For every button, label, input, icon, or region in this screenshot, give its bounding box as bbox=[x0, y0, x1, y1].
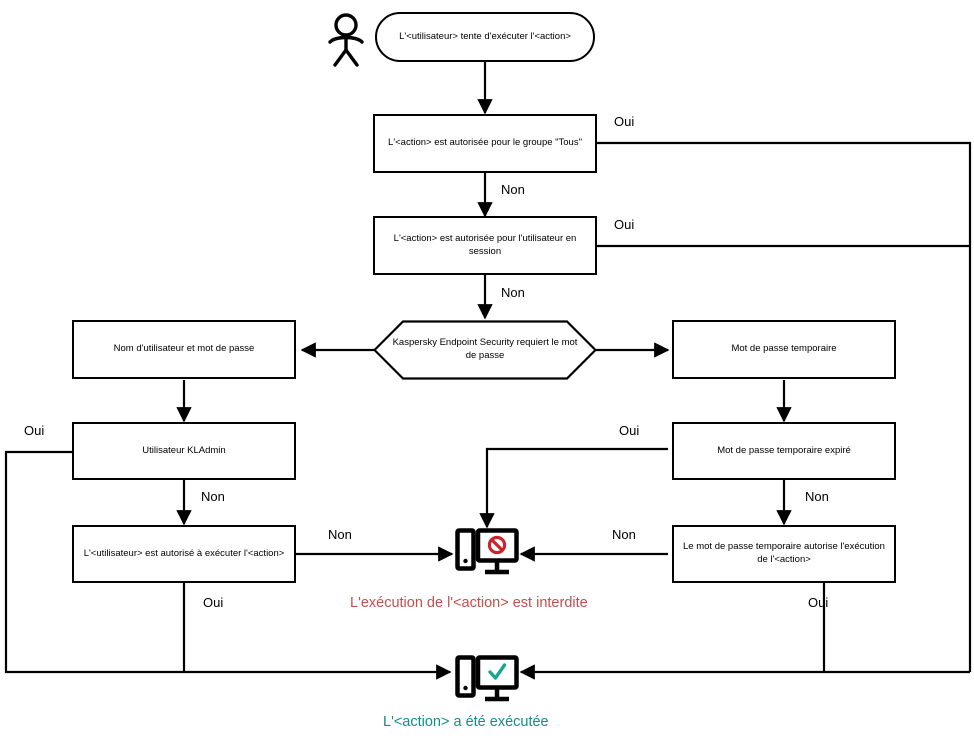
node-username-password-label: Nom d'utilisateur et mot de passe bbox=[113, 343, 255, 355]
node-user-authorized: L'<utilisateur> est autorisé à exécuter … bbox=[72, 525, 296, 583]
edge-label-user-authorized-no: Non bbox=[328, 527, 352, 542]
edge-kladmin-yes bbox=[4, 450, 452, 680]
node-check-group-all-label: L'<action> est autorisée pour le groupe … bbox=[388, 137, 582, 149]
node-temp-password-authorizes-label: Le mot de passe temporaire autorise l'ex… bbox=[683, 541, 885, 565]
edge-label-user-authorized-yes: Oui bbox=[203, 595, 224, 610]
monitor-check-icon bbox=[455, 655, 519, 707]
edge-label-group-all-no: Non bbox=[501, 182, 525, 197]
node-temp-password-expired: Mot de passe temporaire expiré bbox=[672, 422, 896, 480]
edge-label-kladmin-yes: Oui bbox=[24, 423, 45, 438]
node-user-authorized-label: L'<utilisateur> est autorisé à exécuter … bbox=[83, 547, 285, 559]
node-check-session-user: L'<action> est autorisée pour l'utilisat… bbox=[373, 216, 597, 275]
edge-temp-expired-yes bbox=[479, 447, 668, 529]
node-username-password: Nom d'utilisateur et mot de passe bbox=[72, 320, 296, 379]
edge-label-session-user-no: Non bbox=[501, 285, 525, 300]
start-terminator: L'<utilisateur> tente d'exécuter l'<acti… bbox=[375, 12, 595, 62]
node-check-session-user-label: L'<action> est autorisée pour l'utilisat… bbox=[393, 232, 577, 257]
edge-label-kladmin-no: Non bbox=[201, 489, 225, 504]
node-temp-password: Mot de passe temporaire bbox=[672, 320, 896, 379]
node-kladmin-user-label: Utilisateur KLAdmin bbox=[142, 444, 226, 456]
edge-label-temp-authorizes-yes: Oui bbox=[808, 595, 829, 610]
allowed-caption: L'<action> a été exécutée bbox=[383, 714, 549, 730]
node-temp-password-authorizes: Le mot de passe temporaire autorise l'ex… bbox=[672, 525, 896, 583]
node-decision-password-label: Kaspersky Endpoint Security requiert le … bbox=[392, 337, 578, 361]
node-temp-password-label: Mot de passe temporaire bbox=[731, 343, 837, 355]
monitor-blocked-icon bbox=[455, 528, 519, 580]
node-decision-password: Kaspersky Endpoint Security requiert le … bbox=[372, 320, 598, 380]
edge-label-session-user-yes: Oui bbox=[614, 217, 635, 232]
edge-label-temp-expired-no: Non bbox=[805, 489, 829, 504]
user-actor-icon bbox=[322, 12, 370, 68]
start-label: L'<utilisateur> tente d'exécuter l'<acti… bbox=[399, 30, 571, 42]
edge-label-temp-authorizes-no: Non bbox=[612, 527, 636, 542]
node-temp-password-expired-label: Mot de passe temporaire expiré bbox=[717, 444, 851, 456]
node-check-group-all: L'<action> est autorisée pour le groupe … bbox=[373, 114, 597, 173]
node-kladmin-user: Utilisateur KLAdmin bbox=[72, 422, 296, 480]
edge-group-yes bbox=[597, 141, 972, 672]
edge-label-temp-expired-yes: Oui bbox=[619, 423, 640, 438]
denied-caption: L'exécution de l'<action> est interdite bbox=[350, 595, 588, 611]
edge-label-group-all-yes: Oui bbox=[614, 114, 635, 129]
